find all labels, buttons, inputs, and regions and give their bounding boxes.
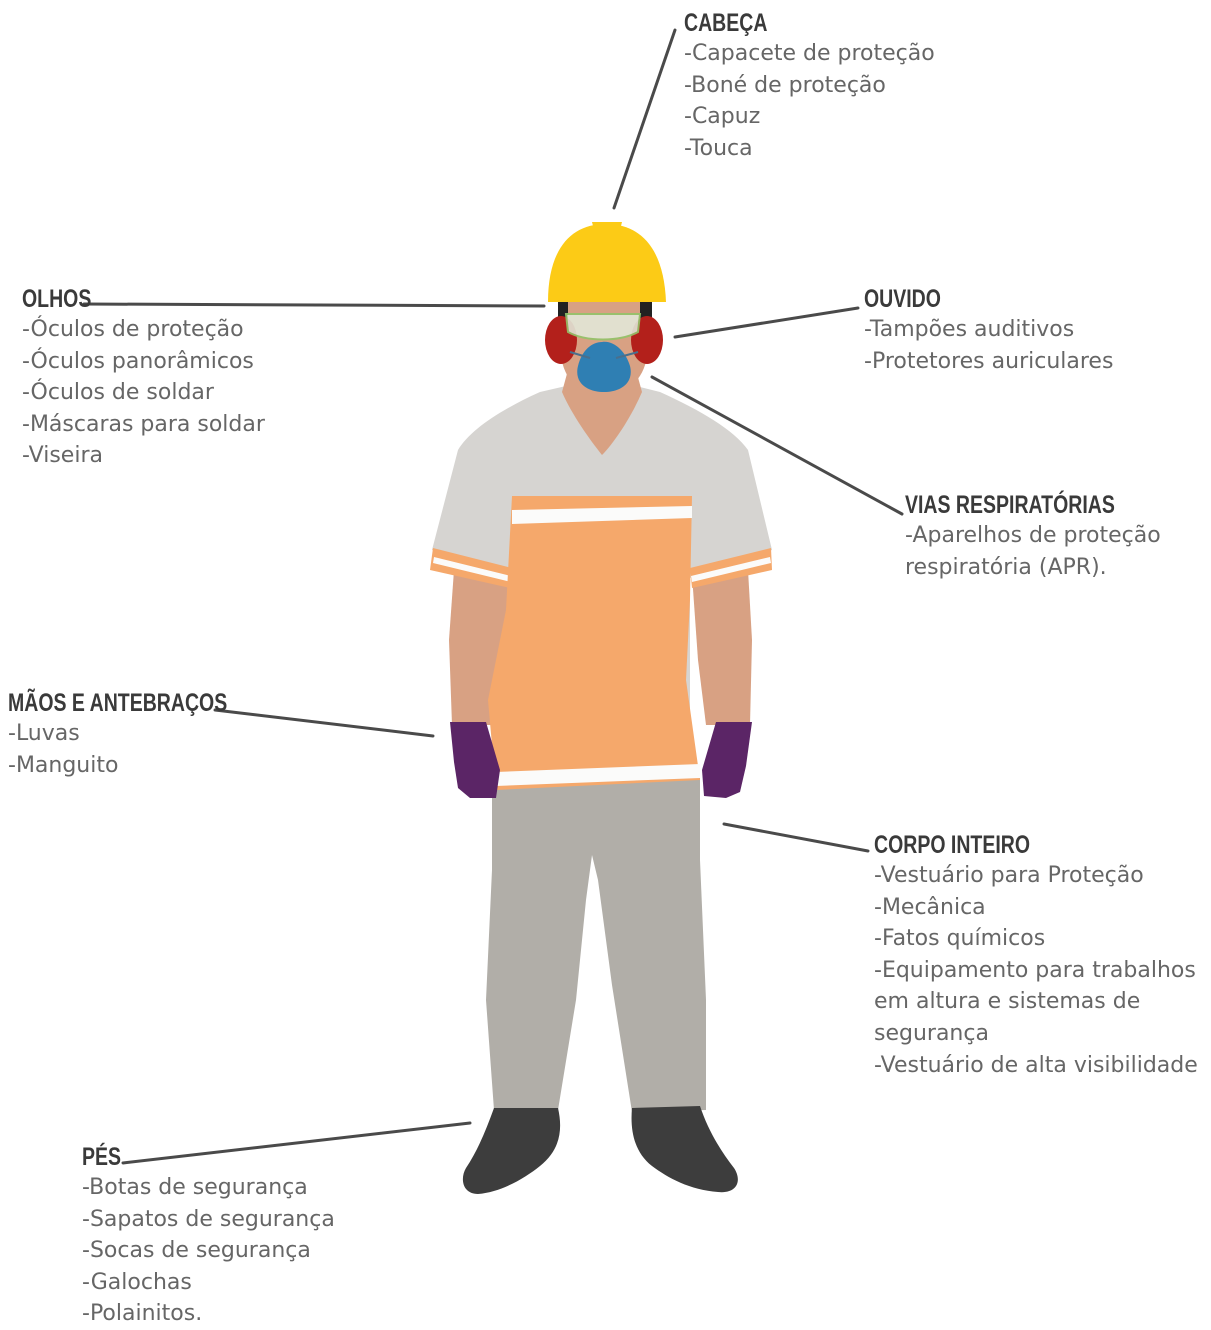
title-olhos: OLHOS	[22, 285, 92, 313]
list-item: -Botas de segurança	[82, 1175, 308, 1200]
list-item: -Aparelhos de proteção	[905, 523, 1161, 548]
list-item: -Manguito	[8, 752, 119, 778]
items-maos-antebracos: -Luvas -Manguito	[8, 718, 289, 781]
list-item: -Socas de segurança	[82, 1238, 311, 1264]
list-item: -Viseira	[22, 443, 103, 469]
list-item: -Vestuário para Proteção	[874, 863, 1144, 888]
label-corpo-inteiro: CORPO INTEIRO -Vestuário para Proteção -…	[874, 830, 1198, 1081]
label-vias-respiratorias: VIAS RESPIRATÓRIAS -Aparelhos de proteçã…	[905, 490, 1174, 583]
list-item: -Luvas	[8, 721, 80, 746]
title-pes: PÉS	[82, 1143, 122, 1171]
list-item: -Touca	[684, 135, 753, 161]
list-item: respiratória (APR).	[905, 554, 1107, 580]
list-item: -Óculos de proteção	[22, 317, 244, 342]
gloves-icon	[450, 722, 500, 798]
title-ouvido: OUVIDO	[864, 285, 941, 313]
leader-line-cabeca	[612, 28, 677, 210]
vest-stripe-bottom	[496, 764, 700, 786]
sleeve-stripe-left	[433, 557, 511, 582]
label-olhos: OLHOS -Óculos de proteção -Óculos panorâ…	[22, 284, 265, 472]
glove-right	[702, 722, 752, 798]
list-item: -Mecânica	[874, 894, 986, 920]
leader-line-olhos	[82, 302, 546, 308]
list-item: -Capuz	[684, 104, 761, 130]
title-maos-antebracos: MÃOS E ANTEBRAÇOS	[8, 689, 228, 717]
sleeve-stripe-right	[691, 557, 771, 582]
list-item: -Sapatos de segurança	[82, 1206, 335, 1232]
mask-strap-left	[569, 351, 591, 359]
list-item: -Fatos químicos	[874, 926, 1046, 952]
list-item: -Tampões auditivos	[864, 317, 1075, 342]
neck	[562, 370, 642, 455]
title-corpo-inteiro: CORPO INTEIRO	[874, 831, 1031, 859]
leader-line-ouvido	[673, 306, 860, 339]
items-vias-respiratorias: -Aparelhos de proteção respiratória (APR…	[905, 520, 1174, 583]
title-vias-respiratorias: VIAS RESPIRATÓRIAS	[905, 491, 1115, 519]
worker-figure-illustration	[430, 222, 772, 1194]
leader-line-vias	[650, 375, 904, 516]
title-cabeca: CABEÇA	[684, 9, 768, 37]
items-corpo-inteiro: -Vestuário para Proteção -Mecânica -Fato…	[874, 860, 1198, 1081]
items-olhos: -Óculos de proteção -Óculos panorâmicos …	[22, 314, 265, 472]
earmuff-band-right	[640, 298, 652, 320]
helmet-top	[592, 222, 622, 230]
boot-right	[631, 1106, 738, 1193]
goggles-icon	[564, 313, 642, 341]
pants	[486, 778, 706, 1112]
respirator-mask-icon	[577, 341, 631, 392]
leader-line-maos	[213, 708, 435, 738]
leader-line-pes	[121, 1121, 472, 1165]
leader-lines	[82, 28, 904, 1165]
label-ouvido: OUVIDO -Tampões auditivos -Protetores au…	[864, 284, 1113, 377]
vest-stripe-top	[512, 506, 692, 524]
list-item: -Capacete de proteção	[684, 41, 935, 66]
vest	[488, 496, 700, 790]
list-item: -Óculos de soldar	[22, 380, 214, 406]
label-maos-antebracos: MÃOS E ANTEBRAÇOS -Luvas -Manguito	[8, 688, 289, 781]
list-item: -Máscaras para soldar	[22, 411, 265, 437]
list-item: -Protetores auriculares	[864, 348, 1114, 374]
helmet-icon	[548, 224, 666, 302]
boots-icon	[462, 1108, 561, 1194]
list-item: -Vestuário de alta visibilidade	[874, 1052, 1198, 1078]
list-item: -Óculos panorâmicos	[22, 348, 254, 374]
arm-right	[692, 570, 752, 725]
items-cabeca: -Capacete de proteção -Boné de proteção …	[684, 38, 935, 164]
items-pes: -Botas de segurança -Sapatos de seguranç…	[82, 1172, 335, 1330]
list-item: -Equipamento para trabalhos	[874, 957, 1196, 983]
list-item: segurança	[874, 1020, 989, 1046]
list-item: em altura e sistemas de	[874, 989, 1141, 1015]
items-ouvido: -Tampões auditivos -Protetores auricular…	[864, 314, 1113, 377]
list-item: -Polainitos.	[82, 1301, 203, 1327]
list-item: -Galochas	[82, 1269, 192, 1295]
leader-line-corpo	[722, 822, 870, 853]
list-item: -Boné de proteção	[684, 72, 886, 98]
label-pes: PÉS -Botas de segurança -Sapatos de segu…	[82, 1142, 335, 1330]
mask-strap-right	[615, 351, 639, 359]
label-cabeca: CABEÇA -Capacete de proteção -Boné de pr…	[684, 8, 935, 164]
